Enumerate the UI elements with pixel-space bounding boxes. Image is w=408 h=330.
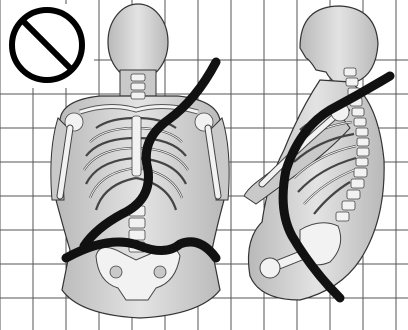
no-entry-icon (4, 4, 94, 88)
side-seated-figure (244, 6, 384, 300)
cervical-spine (131, 74, 145, 99)
